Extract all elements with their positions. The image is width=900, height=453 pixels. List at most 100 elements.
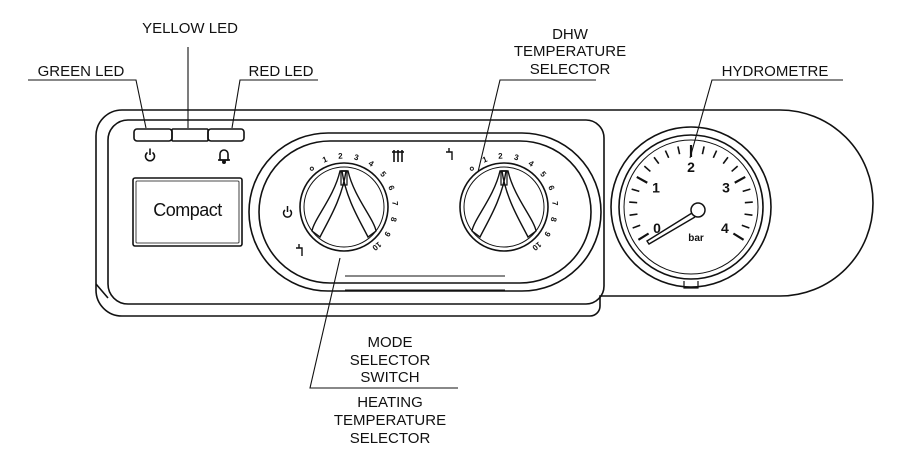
radiator-icon [392, 150, 404, 162]
gauge-major-tick [734, 175, 746, 184]
dhw-scale-mark: 8 [548, 216, 558, 223]
brand-logo: Compact [153, 200, 222, 220]
heating-scale-mark: 9 [382, 230, 392, 239]
dhw-zero-dot [469, 166, 474, 171]
brand-window-inner [135, 180, 240, 244]
gauge-minor-tick [631, 188, 640, 193]
dhw-scale-mark: 2 [498, 151, 504, 160]
gauge-bezel-outer [610, 126, 772, 288]
panel-inner-outline [107, 119, 605, 305]
label-hydrometre: HYDROMETRE [721, 63, 829, 80]
gauge-scale-label: 0 [653, 220, 661, 236]
label-heating-line-2: TEMPERATURE [333, 412, 447, 429]
dhw-scale-mark: 1 [481, 155, 489, 165]
label-dhw-line-2: TEMPERATURE [513, 43, 627, 60]
red-led [207, 128, 245, 142]
gauge-bezel [618, 134, 764, 280]
heating-scale-mark: 5 [378, 170, 388, 180]
gauge-minor-tick [742, 188, 751, 193]
heating-scale-mark: 1 [321, 155, 329, 165]
heating-knob-grip-left [311, 170, 347, 239]
dhw-scale-mark: 4 [527, 159, 536, 169]
label-yellow-led: YELLOW LED [142, 20, 238, 37]
heating-knob-indicator [340, 170, 348, 186]
label-mode-line-2: SELECTOR [349, 352, 431, 369]
heating-scale-mark: 2 [338, 151, 344, 160]
gauge-minor-tick [741, 224, 750, 229]
gauge-minor-tick [643, 165, 651, 173]
gauge-housing [610, 126, 772, 289]
bell-icon [218, 149, 230, 165]
gauge-major-tick [732, 232, 745, 241]
dhw-scale-mark: 7 [550, 201, 559, 207]
dhw-knob-rim [459, 162, 549, 252]
tap-icon-mode [296, 244, 303, 256]
dhw-knob-grip-right [501, 170, 537, 239]
gauge-minor-tick [629, 201, 638, 204]
heating-zero-dot [309, 166, 314, 171]
gauge-major-tick [637, 232, 650, 241]
gauge-minor-tick [731, 165, 739, 173]
gauge-scale-label: 3 [722, 180, 730, 196]
power-icon [144, 148, 156, 162]
label-dhw-line-1: DHW [552, 26, 588, 43]
label-heating-line-3: SELECTOR [349, 430, 431, 447]
brand-window [132, 177, 243, 247]
gauge-scale-label: 4 [721, 220, 729, 236]
heating-knob-rim [299, 162, 389, 252]
gauge-minor-tick [677, 146, 681, 155]
label-mode-line-1: MODE [367, 334, 413, 351]
heating-scale-mark: 7 [390, 201, 399, 207]
gauge-minor-tick [701, 146, 705, 155]
led-strip [133, 128, 245, 142]
gauge-minor-tick [744, 201, 753, 204]
yellow-led [171, 128, 209, 142]
dhw-scale-mark: 5 [538, 170, 548, 180]
panel-body [95, 109, 874, 317]
leader-mode-heating [309, 257, 458, 389]
gauge-minor-tick [629, 213, 638, 216]
tap-icon-dhw [446, 148, 453, 160]
leader-hydrometre [689, 79, 843, 159]
knob-housing-inner [258, 140, 592, 284]
gauge-bottom-clip [683, 281, 699, 289]
gauge-needle [646, 202, 706, 245]
label-green-led: GREEN LED [37, 63, 125, 80]
heating-scale-mark: 6 [386, 184, 396, 192]
gauge-unit-label: bar [688, 233, 704, 244]
label-dhw-line-3: SELECTOR [529, 61, 611, 78]
heating-scale-mark: 3 [353, 153, 360, 163]
power-icon-mode [282, 206, 293, 218]
label-heating-line-1: HEATING [357, 394, 423, 411]
dhw-knob-face [463, 166, 545, 248]
leader-red-led [231, 79, 318, 129]
heating-knob-face [303, 166, 385, 248]
leader-dhw [477, 79, 596, 173]
green-led [133, 128, 173, 142]
dhw-knob-grip-left [471, 170, 507, 239]
dhw-knob-indicator [500, 170, 508, 186]
dhw-scale-mark: 9 [542, 230, 552, 239]
gauge-scale-label: 1 [652, 180, 660, 196]
knob-housing [248, 132, 602, 292]
dhw-scale-mark: 3 [513, 153, 520, 163]
gauge-minor-tick [744, 213, 753, 216]
gauge-minor-tick [722, 156, 729, 165]
gauge-minor-tick [664, 150, 670, 159]
gauge-major-tick [636, 175, 648, 184]
gauge-needle-hub [690, 202, 706, 218]
heating-scale-mark: 8 [388, 216, 398, 223]
panel-edge-line [95, 283, 109, 299]
label-mode-line-3: SWITCH [360, 369, 420, 386]
dhw-scale-mark: 6 [546, 184, 556, 192]
heating-knob-grip-right [341, 170, 377, 239]
panel-outline [95, 109, 874, 317]
gauge-needle-line [646, 212, 696, 245]
gauge-minor-tick [653, 156, 660, 165]
knob-housing-outer [248, 132, 602, 292]
